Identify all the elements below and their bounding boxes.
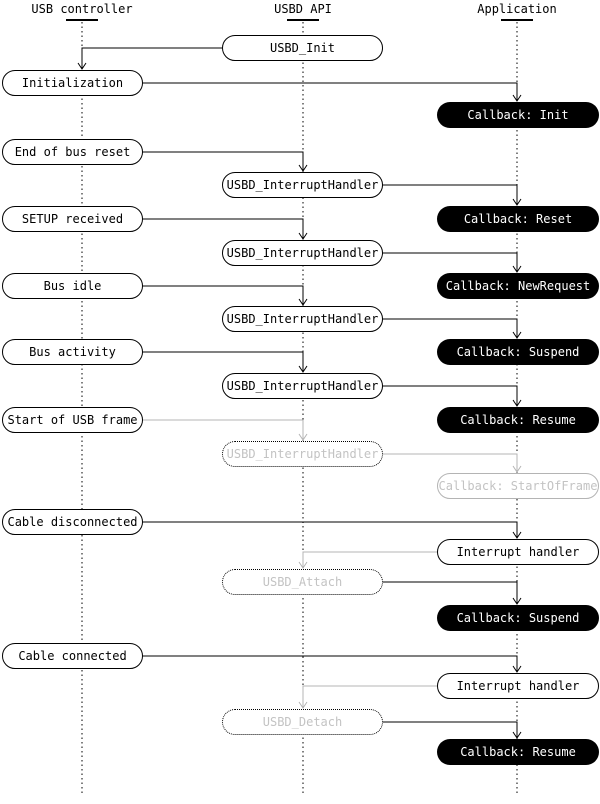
node-end-of-bus-reset: End of bus reset bbox=[2, 139, 143, 165]
node-setup-received: SETUP received bbox=[2, 206, 143, 232]
node-callback-init: Callback: Init bbox=[437, 102, 599, 128]
node-cable-connected: Cable connected bbox=[2, 643, 143, 669]
node-initialization: Initialization bbox=[2, 70, 143, 96]
node-usbd-init: USBD_Init bbox=[222, 35, 383, 61]
node-bus-activity: Bus activity bbox=[2, 339, 143, 365]
column-header-application: Application bbox=[477, 2, 557, 16]
node-bus-idle: Bus idle bbox=[2, 273, 143, 299]
node-interrupt-handler-2: Interrupt handler bbox=[437, 673, 599, 699]
node-callback-newrequest: Callback: NewRequest bbox=[437, 273, 599, 299]
node-callback-suspend-2: Callback: Suspend bbox=[437, 605, 599, 631]
node-callback-resume-2: Callback: Resume bbox=[437, 739, 599, 765]
node-callback-startofframe: Callback: StartOfFrame bbox=[437, 473, 599, 499]
node-usbd-attach: USBD_Attach bbox=[222, 569, 383, 595]
node-start-of-usb-frame: Start of USB frame bbox=[2, 407, 143, 433]
connectors-active bbox=[77, 47, 522, 739]
node-cable-disconnected: Cable disconnected bbox=[2, 509, 143, 535]
node-usbd-interrupthandler-4: USBD_InterruptHandler bbox=[222, 373, 383, 399]
column-header-usb-controller: USB controller bbox=[31, 2, 133, 16]
node-usbd-interrupthandler-3: USBD_InterruptHandler bbox=[222, 306, 383, 332]
node-interrupt-handler-1: Interrupt handler bbox=[437, 539, 599, 565]
node-usbd-interrupthandler-inactive: USBD_InterruptHandler bbox=[222, 441, 383, 467]
node-callback-suspend-1: Callback: Suspend bbox=[437, 339, 599, 365]
connectors-inactive bbox=[142, 419, 522, 709]
node-usbd-interrupthandler-2: USBD_InterruptHandler bbox=[222, 240, 383, 266]
node-usbd-detach: USBD_Detach bbox=[222, 709, 383, 735]
node-usbd-interrupthandler-1: USBD_InterruptHandler bbox=[222, 172, 383, 198]
node-callback-reset: Callback: Reset bbox=[437, 206, 599, 232]
node-callback-resume-1: Callback: Resume bbox=[437, 407, 599, 433]
column-header-usbd-api: USBD API bbox=[274, 2, 332, 16]
